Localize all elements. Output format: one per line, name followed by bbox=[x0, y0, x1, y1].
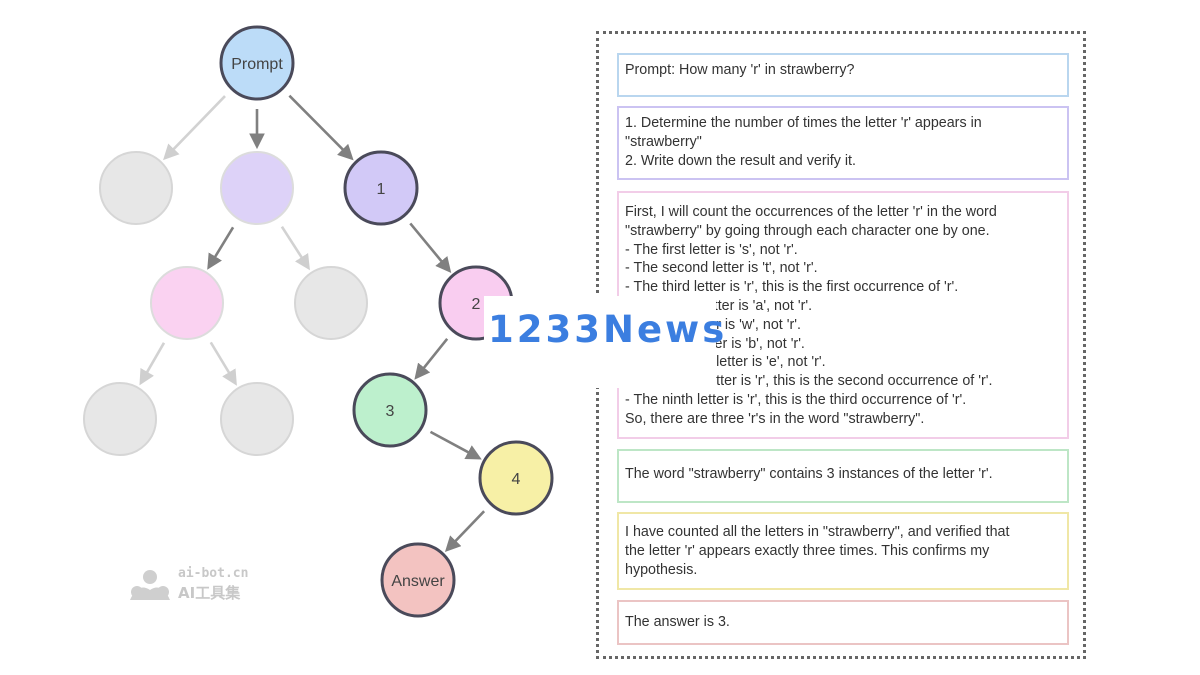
step-line: I have counted all the letters in "straw… bbox=[625, 524, 1010, 540]
step-line: - The third letter is 'r', this is the f… bbox=[625, 279, 959, 296]
step-line: hypothesis. bbox=[625, 561, 698, 578]
edge-prompt-g1 bbox=[163, 95, 226, 161]
node-label-n3: 3 bbox=[386, 403, 395, 420]
node-prompt bbox=[219, 25, 295, 101]
edge-n2-n3 bbox=[414, 338, 449, 380]
edge-n4-answer bbox=[444, 510, 486, 552]
step-result: The word "strawberry" contains 3 instanc… bbox=[617, 449, 1069, 503]
step-line: "strawberry" by going through each chara… bbox=[625, 222, 990, 239]
step-line: - The first letter is 's', not 'r'. bbox=[625, 241, 798, 258]
step-line: 1. Determine the number of times the let… bbox=[625, 115, 982, 131]
edge-g3-g5 bbox=[139, 342, 166, 386]
logo-icon bbox=[130, 570, 170, 600]
node-g1 bbox=[99, 151, 173, 225]
node-g2 bbox=[220, 151, 294, 225]
edge-n1-n2 bbox=[409, 222, 452, 274]
edge-prompt-n1 bbox=[288, 94, 354, 161]
node-label-n4: 4 bbox=[512, 471, 521, 488]
step-line: Prompt: How many 'r' in strawberry? bbox=[625, 62, 855, 78]
step-prompt: Prompt: How many 'r' in strawberry? bbox=[617, 53, 1069, 97]
step-line: The word "strawberry" contains 3 instanc… bbox=[625, 466, 993, 482]
step-verification: I have counted all the letters in "straw… bbox=[617, 512, 1069, 590]
logo-name: AI工具集 bbox=[178, 584, 241, 602]
step-line: The answer is 3. bbox=[625, 614, 730, 630]
node-g5 bbox=[83, 382, 157, 456]
step-line: the letter 'r' appears exactly three tim… bbox=[625, 542, 990, 559]
node-g6 bbox=[220, 382, 294, 456]
step-line: 2. Write down the result and verify it. bbox=[625, 152, 856, 169]
edge-g2-g4 bbox=[280, 225, 310, 271]
node-n3 bbox=[352, 372, 428, 448]
step-line: First, I will count the occurrences of t… bbox=[625, 204, 997, 220]
logo-domain: ai-bot.cn bbox=[178, 566, 249, 581]
watermark-text: 1233News bbox=[488, 308, 728, 351]
node-label-n1: 1 bbox=[377, 181, 386, 198]
step-line: - The ninth letter is 'r', this is the t… bbox=[625, 391, 967, 408]
edge-g3-g6 bbox=[209, 341, 237, 386]
step-line: So, there are three 'r's in the word "st… bbox=[625, 410, 925, 427]
watermark: 1233News bbox=[484, 296, 724, 388]
step-line: "strawberry" bbox=[625, 133, 702, 150]
node-g4 bbox=[294, 266, 368, 340]
node-n4 bbox=[478, 440, 554, 516]
step-line: - The second letter is 't', not 'r'. bbox=[625, 260, 818, 277]
step-answer: The answer is 3. bbox=[617, 600, 1069, 645]
edge-n3-n4 bbox=[429, 430, 482, 460]
node-label-prompt: Prompt bbox=[231, 56, 283, 73]
edge-g2-g3 bbox=[207, 226, 235, 270]
step-plan: 1. Determine the number of times the let… bbox=[617, 106, 1069, 180]
node-n1 bbox=[343, 150, 419, 226]
node-label-n2: 2 bbox=[472, 296, 481, 313]
node-g3 bbox=[150, 266, 224, 340]
node-label-answer: Answer bbox=[391, 573, 445, 590]
node-answer bbox=[380, 542, 456, 618]
